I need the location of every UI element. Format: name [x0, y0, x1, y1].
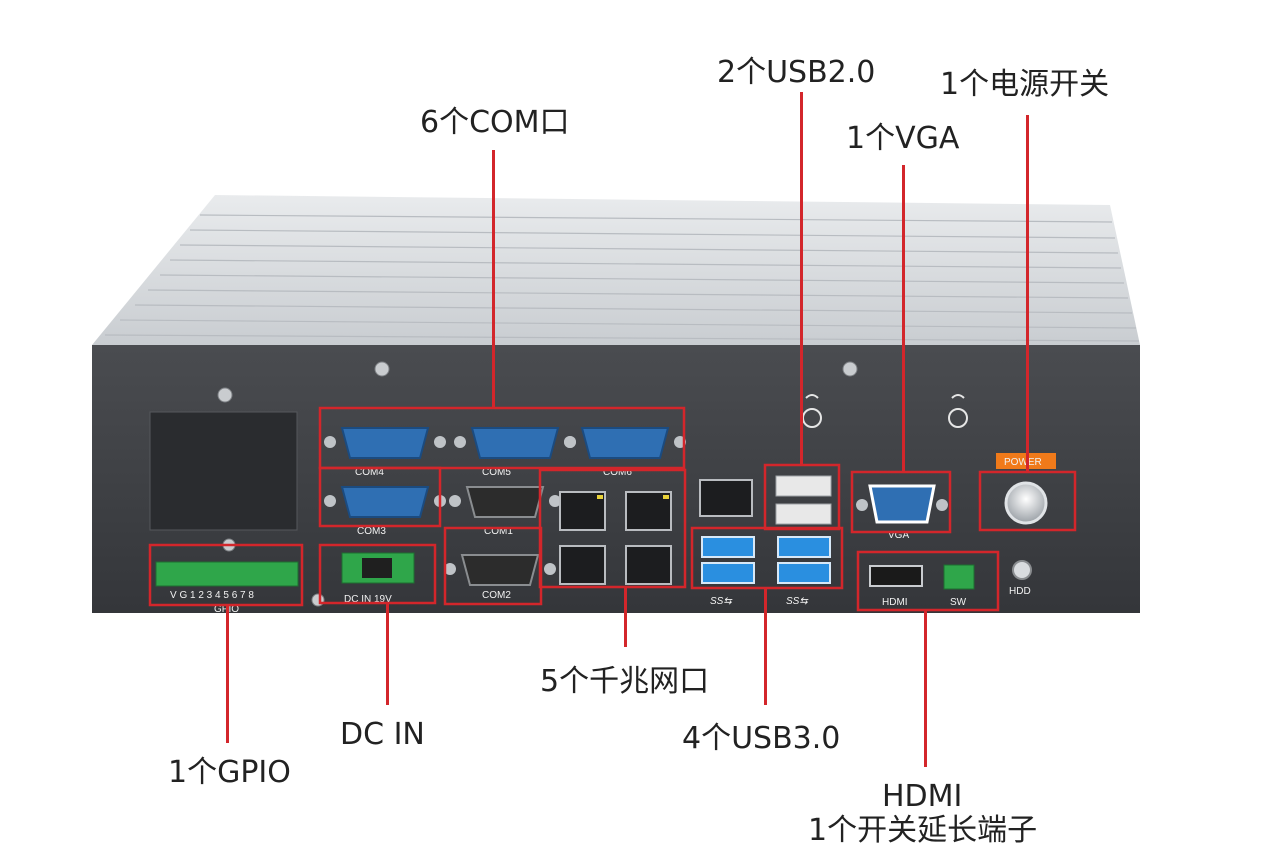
- usb3-logo-right: SS⇆: [786, 596, 809, 607]
- usb3-ports: [701, 536, 831, 584]
- callout-com: 6个COM口: [420, 105, 570, 140]
- callout-hdmi-line1: HDMI: [882, 779, 963, 814]
- blank-cover-plate: [149, 411, 298, 531]
- hdmi-port: [869, 565, 923, 587]
- sw-label: SW: [950, 597, 967, 608]
- hdd-led: [1012, 560, 1032, 580]
- vga-port: [856, 484, 948, 524]
- serial-ports: [324, 427, 686, 586]
- vga-label: VGA: [888, 530, 909, 541]
- highlight-boxes: [148, 406, 1077, 612]
- chassis-top-heatsink: [92, 195, 1140, 345]
- wifi-antenna-ports: [802, 394, 968, 428]
- com4-label: COM4: [355, 467, 384, 478]
- dc-label: DC IN 19V: [344, 594, 392, 605]
- gpio-pin-labels: V G 1 2 3 4 5 6 7 8: [170, 590, 254, 601]
- usb3-logo-left: SS⇆: [710, 596, 733, 607]
- leader-vga: [902, 165, 905, 472]
- callout-hdmi-line2: 1个开关延长端子: [808, 813, 1038, 848]
- callout-dcin: DC IN: [340, 717, 425, 752]
- leader-com: [492, 150, 495, 408]
- leader-gpio: [226, 605, 229, 743]
- power-button: [1004, 481, 1048, 525]
- callout-power: 1个电源开关: [940, 67, 1110, 102]
- callout-gpio: 1个GPIO: [168, 755, 291, 790]
- com2-port: [444, 554, 556, 586]
- callout-usb3: 4个USB3.0: [682, 721, 841, 756]
- com3-port: [324, 486, 446, 518]
- callout-vga: 1个VGA: [846, 121, 960, 156]
- dc-in-connector: [341, 552, 415, 584]
- lan-indicators: [597, 495, 669, 499]
- com1-port: [449, 486, 561, 518]
- com5-label: COM5: [482, 467, 511, 478]
- leader-power: [1026, 115, 1029, 472]
- leader-usb2: [800, 92, 803, 465]
- usb2-ports: [775, 475, 832, 525]
- com4-port: [324, 427, 446, 459]
- com2-label: COM2: [482, 590, 511, 601]
- com6-label: COM6: [603, 467, 632, 478]
- leader-hdmi: [924, 610, 927, 767]
- hdd-label: HDD: [1009, 586, 1031, 597]
- sw-terminal: [943, 564, 975, 590]
- gpio-terminal: [155, 561, 299, 587]
- com3-label: COM3: [357, 526, 386, 537]
- lan-ports: [559, 479, 753, 585]
- leader-usb3: [764, 588, 767, 705]
- power-badge-label: POWER: [1004, 457, 1042, 468]
- callout-lan: 5个千兆网口: [540, 664, 710, 699]
- com1-label: COM1: [484, 526, 513, 537]
- leader-lan: [624, 587, 627, 647]
- leader-dcin: [386, 603, 389, 705]
- callout-usb2: 2个USB2.0: [717, 55, 876, 90]
- hdmi-label: HDMI: [882, 597, 908, 608]
